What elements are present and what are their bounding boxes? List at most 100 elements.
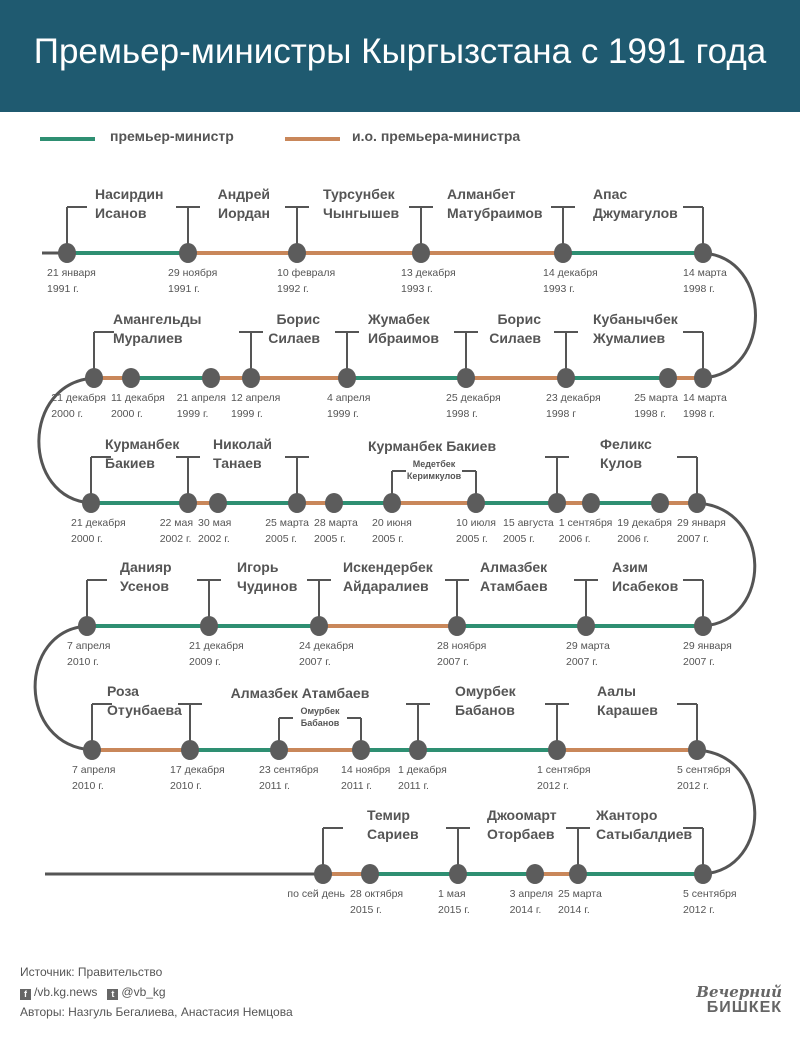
- legend-acting-label: и.о. премьера-министра: [352, 128, 521, 144]
- timeline-node: [288, 243, 306, 263]
- pm-surname: Иордан: [218, 205, 270, 221]
- node-date: 1 декабря: [398, 764, 447, 776]
- node-year: 2011 г.: [341, 780, 372, 792]
- logo-line-1: Вечерний: [696, 983, 782, 1001]
- node-date: 4 апреля: [327, 392, 370, 404]
- timeline-node: [383, 493, 401, 513]
- timeline-node: [412, 243, 430, 263]
- facebook-link[interactable]: /vb.kg.news: [34, 985, 98, 999]
- legend-pm-label: премьер-министр: [110, 128, 234, 144]
- node-year: 1991 г.: [168, 283, 200, 295]
- node-year: 2010 г.: [72, 780, 104, 792]
- timeline-node: [694, 368, 712, 388]
- node-date: 1 мая: [438, 888, 466, 900]
- node-date: 28 октября: [350, 888, 403, 900]
- node-year: 2002 г.: [198, 533, 230, 545]
- pm-surname: Бабанов: [301, 718, 340, 728]
- node-year: 1991 г.: [47, 283, 79, 295]
- timeline-node: [467, 493, 485, 513]
- node-year: 1999 г.: [327, 408, 359, 420]
- pm-surname: Исанов: [95, 205, 147, 221]
- pm-name: Насирдин: [95, 186, 163, 202]
- timeline-turn: [33, 624, 93, 752]
- node-date: 25 марта: [634, 392, 678, 404]
- node-date: 21 декабря: [189, 640, 244, 652]
- node-date: 29 января: [677, 517, 726, 529]
- pm-surname: Атамбаев: [480, 578, 548, 594]
- pm-surname: Оторбаев: [487, 826, 555, 842]
- node-date: 5 сентября: [677, 764, 731, 776]
- timeline-node: [310, 616, 328, 636]
- node-date: 21 апреля: [177, 392, 226, 404]
- pm-name: Медетбек: [413, 459, 456, 469]
- node-date: 10 февраля: [277, 267, 335, 279]
- legend-acting-swatch: [285, 137, 340, 141]
- pm-surname: Силаев: [489, 330, 541, 346]
- pm-name: Апас: [593, 186, 627, 202]
- node-date: 20 июня: [372, 517, 412, 529]
- pm-surname: Айдаралиев: [343, 578, 429, 594]
- node-year: 2009 г.: [189, 656, 221, 668]
- node-date: 3 апреля: [510, 888, 553, 900]
- node-date: 24 декабря: [299, 640, 354, 652]
- timeline-node: [181, 740, 199, 760]
- pm-surname: Сатыбалдиев: [596, 826, 692, 842]
- pm-name: Омурбек: [301, 706, 340, 716]
- timeline-node: [409, 740, 427, 760]
- node-year: 1998 г.: [634, 408, 666, 420]
- pm-name: Курманбек: [105, 436, 180, 452]
- node-date: 19 декабря: [617, 517, 672, 529]
- pm-name: Темир: [367, 807, 410, 823]
- pm-surname: Матубраимов: [447, 205, 543, 221]
- node-year: 2007 г.: [299, 656, 331, 668]
- node-date: 22 мая: [160, 517, 193, 529]
- twitter-link[interactable]: @vb_kg: [121, 985, 166, 999]
- timeline-node: [449, 864, 467, 884]
- timeline-node: [651, 493, 669, 513]
- node-year: 1998 г.: [683, 408, 715, 420]
- timeline-node: [448, 616, 466, 636]
- node-year: 1998 г.: [446, 408, 478, 420]
- pm-surname: Ибраимов: [368, 330, 439, 346]
- timeline-node: [548, 493, 566, 513]
- timeline-node: [200, 616, 218, 636]
- node-year: 1999 г.: [177, 408, 209, 420]
- timeline-node: [314, 864, 332, 884]
- pm-surname: Муралиев: [113, 330, 183, 346]
- timeline-node: [557, 368, 575, 388]
- node-year: 1993 г.: [543, 283, 575, 295]
- node-year: 1993 г.: [401, 283, 433, 295]
- twitter-icon: t: [107, 989, 119, 1000]
- timeline-node: [209, 493, 227, 513]
- node-year: 2007 г.: [566, 656, 598, 668]
- pm-name: Роза: [107, 683, 139, 699]
- timeline-node: [179, 243, 197, 263]
- node-year: 2007 г.: [683, 656, 715, 668]
- node-date: 1 сентября: [537, 764, 591, 776]
- timeline-node: [58, 243, 76, 263]
- timeline-node: [688, 740, 706, 760]
- timeline-node: [361, 864, 379, 884]
- source-text: Источник: Правительство: [20, 965, 163, 979]
- node-date: 25 декабря: [446, 392, 501, 404]
- node-year: 2012 г.: [537, 780, 569, 792]
- pm-surname: Джумагулов: [593, 205, 678, 221]
- pm-surname: Кулов: [600, 455, 642, 471]
- timeline-node: [82, 493, 100, 513]
- node-year: 2000 г.: [71, 533, 103, 545]
- node-date: 14 декабря: [543, 267, 598, 279]
- pm-surname: Отунбаева: [107, 702, 182, 718]
- timeline-node: [548, 740, 566, 760]
- pm-surname: Бакиев: [105, 455, 155, 471]
- node-date: 28 марта: [314, 517, 358, 529]
- node-date: 21 января: [47, 267, 96, 279]
- pm-name: Жанторо: [595, 807, 657, 823]
- timeline-node: [202, 368, 220, 388]
- pm-name: Амангельды: [113, 311, 201, 327]
- node-date: 21 декабря: [71, 517, 126, 529]
- timeline-node: [457, 368, 475, 388]
- node-year: 2005 г.: [503, 533, 535, 545]
- pm-name: Андрей: [218, 186, 270, 202]
